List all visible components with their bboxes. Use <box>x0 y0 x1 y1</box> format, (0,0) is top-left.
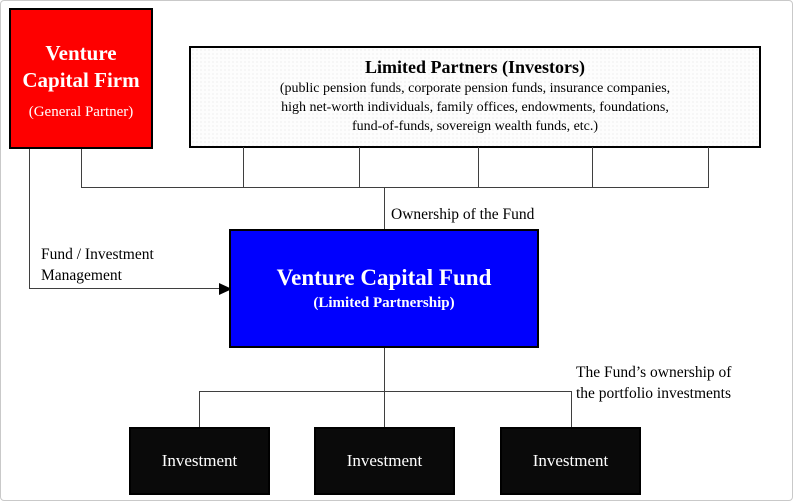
connector-bus-to-fund <box>384 187 385 230</box>
fund-management-label-line2: Management <box>41 267 122 284</box>
portfolio-ownership-label-line2: the portfolio investments <box>576 385 731 402</box>
investment-box-1: Investment <box>129 427 270 495</box>
connector-ownership-bus <box>81 187 709 188</box>
general-partner-title-line1: Venture <box>45 41 117 65</box>
ownership-of-fund-label: Ownership of the Fund <box>391 206 535 223</box>
management-arrowhead <box>219 283 232 295</box>
connector-lp-drop-3 <box>478 147 479 188</box>
fund-subtitle: (Limited Partnership) <box>313 295 455 311</box>
fund-management-label-line1: Fund / Investment <box>41 246 154 263</box>
limited-partners-box: Limited Partners (Investors) (public pen… <box>189 46 761 148</box>
investment-box-3: Investment <box>500 427 641 495</box>
connector-lp-drop-1 <box>243 147 244 188</box>
connector-lp-drop-2 <box>359 147 360 188</box>
connector-bus-to-investment-1 <box>199 391 200 427</box>
general-partner-title: Venture Capital Firm <box>11 40 151 94</box>
connector-lp-drop-4 <box>592 147 593 188</box>
general-partner-box: Venture Capital Firm (General Partner) <box>9 8 153 149</box>
fund-title: Venture Capital Fund <box>276 265 492 290</box>
limited-partners-desc-line3: fund-of-funds, sovereign wealth funds, e… <box>351 119 599 134</box>
connector-lp-drop-5 <box>708 147 709 188</box>
limited-partners-title: Limited Partners (Investors) <box>365 57 585 77</box>
fund-management-label: Fund / Investment Management <box>41 244 154 286</box>
connector-bus-to-investment-3 <box>571 391 572 427</box>
general-partner-subtitle: (General Partner) <box>28 104 134 120</box>
connector-investments-bus <box>199 391 572 392</box>
connector-gp-management-horizontal <box>29 288 221 289</box>
connector-fund-to-investment-2 <box>384 348 385 427</box>
venture-capital-fund-box: Venture Capital Fund (Limited Partnershi… <box>229 229 539 348</box>
portfolio-ownership-label-line1: The Fund’s ownership of <box>576 364 732 381</box>
general-partner-title-line2: Capital Firm <box>22 68 140 92</box>
limited-partners-desc-line1: (public pension funds, corporate pension… <box>279 81 671 96</box>
limited-partners-desc-line2: high net-worth individuals, family offic… <box>281 100 669 115</box>
investment-box-2: Investment <box>314 427 455 495</box>
connector-gp-to-bus <box>81 149 82 188</box>
connector-gp-management-vertical <box>29 149 30 289</box>
portfolio-ownership-label: The Fund’s ownership of the portfolio in… <box>576 362 731 404</box>
